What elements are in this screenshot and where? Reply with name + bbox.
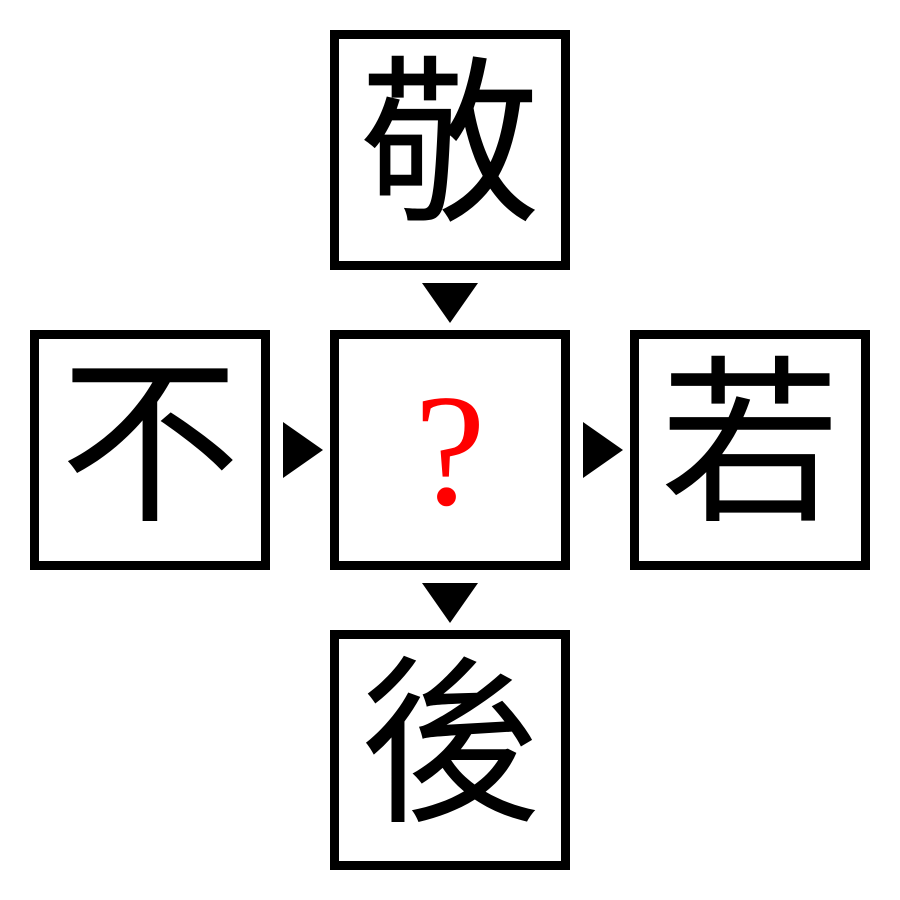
left-kanji: 不 — [59, 341, 240, 550]
left-kanji-box: 不 — [30, 330, 270, 570]
arrow-down-icon — [422, 283, 478, 323]
right-kanji-box: 若 — [630, 330, 870, 570]
top-kanji: 敬 — [359, 41, 540, 250]
arrow-down-icon — [422, 583, 478, 623]
right-kanji: 若 — [659, 341, 840, 550]
top-kanji-box: 敬 — [330, 30, 570, 270]
arrow-right-icon — [283, 422, 323, 478]
bottom-kanji-box: 後 — [330, 630, 570, 870]
arrow-right-icon — [583, 422, 623, 478]
answer-box[interactable]: ? — [330, 330, 570, 570]
question-mark: ? — [414, 361, 486, 539]
bottom-kanji: 後 — [359, 641, 540, 850]
